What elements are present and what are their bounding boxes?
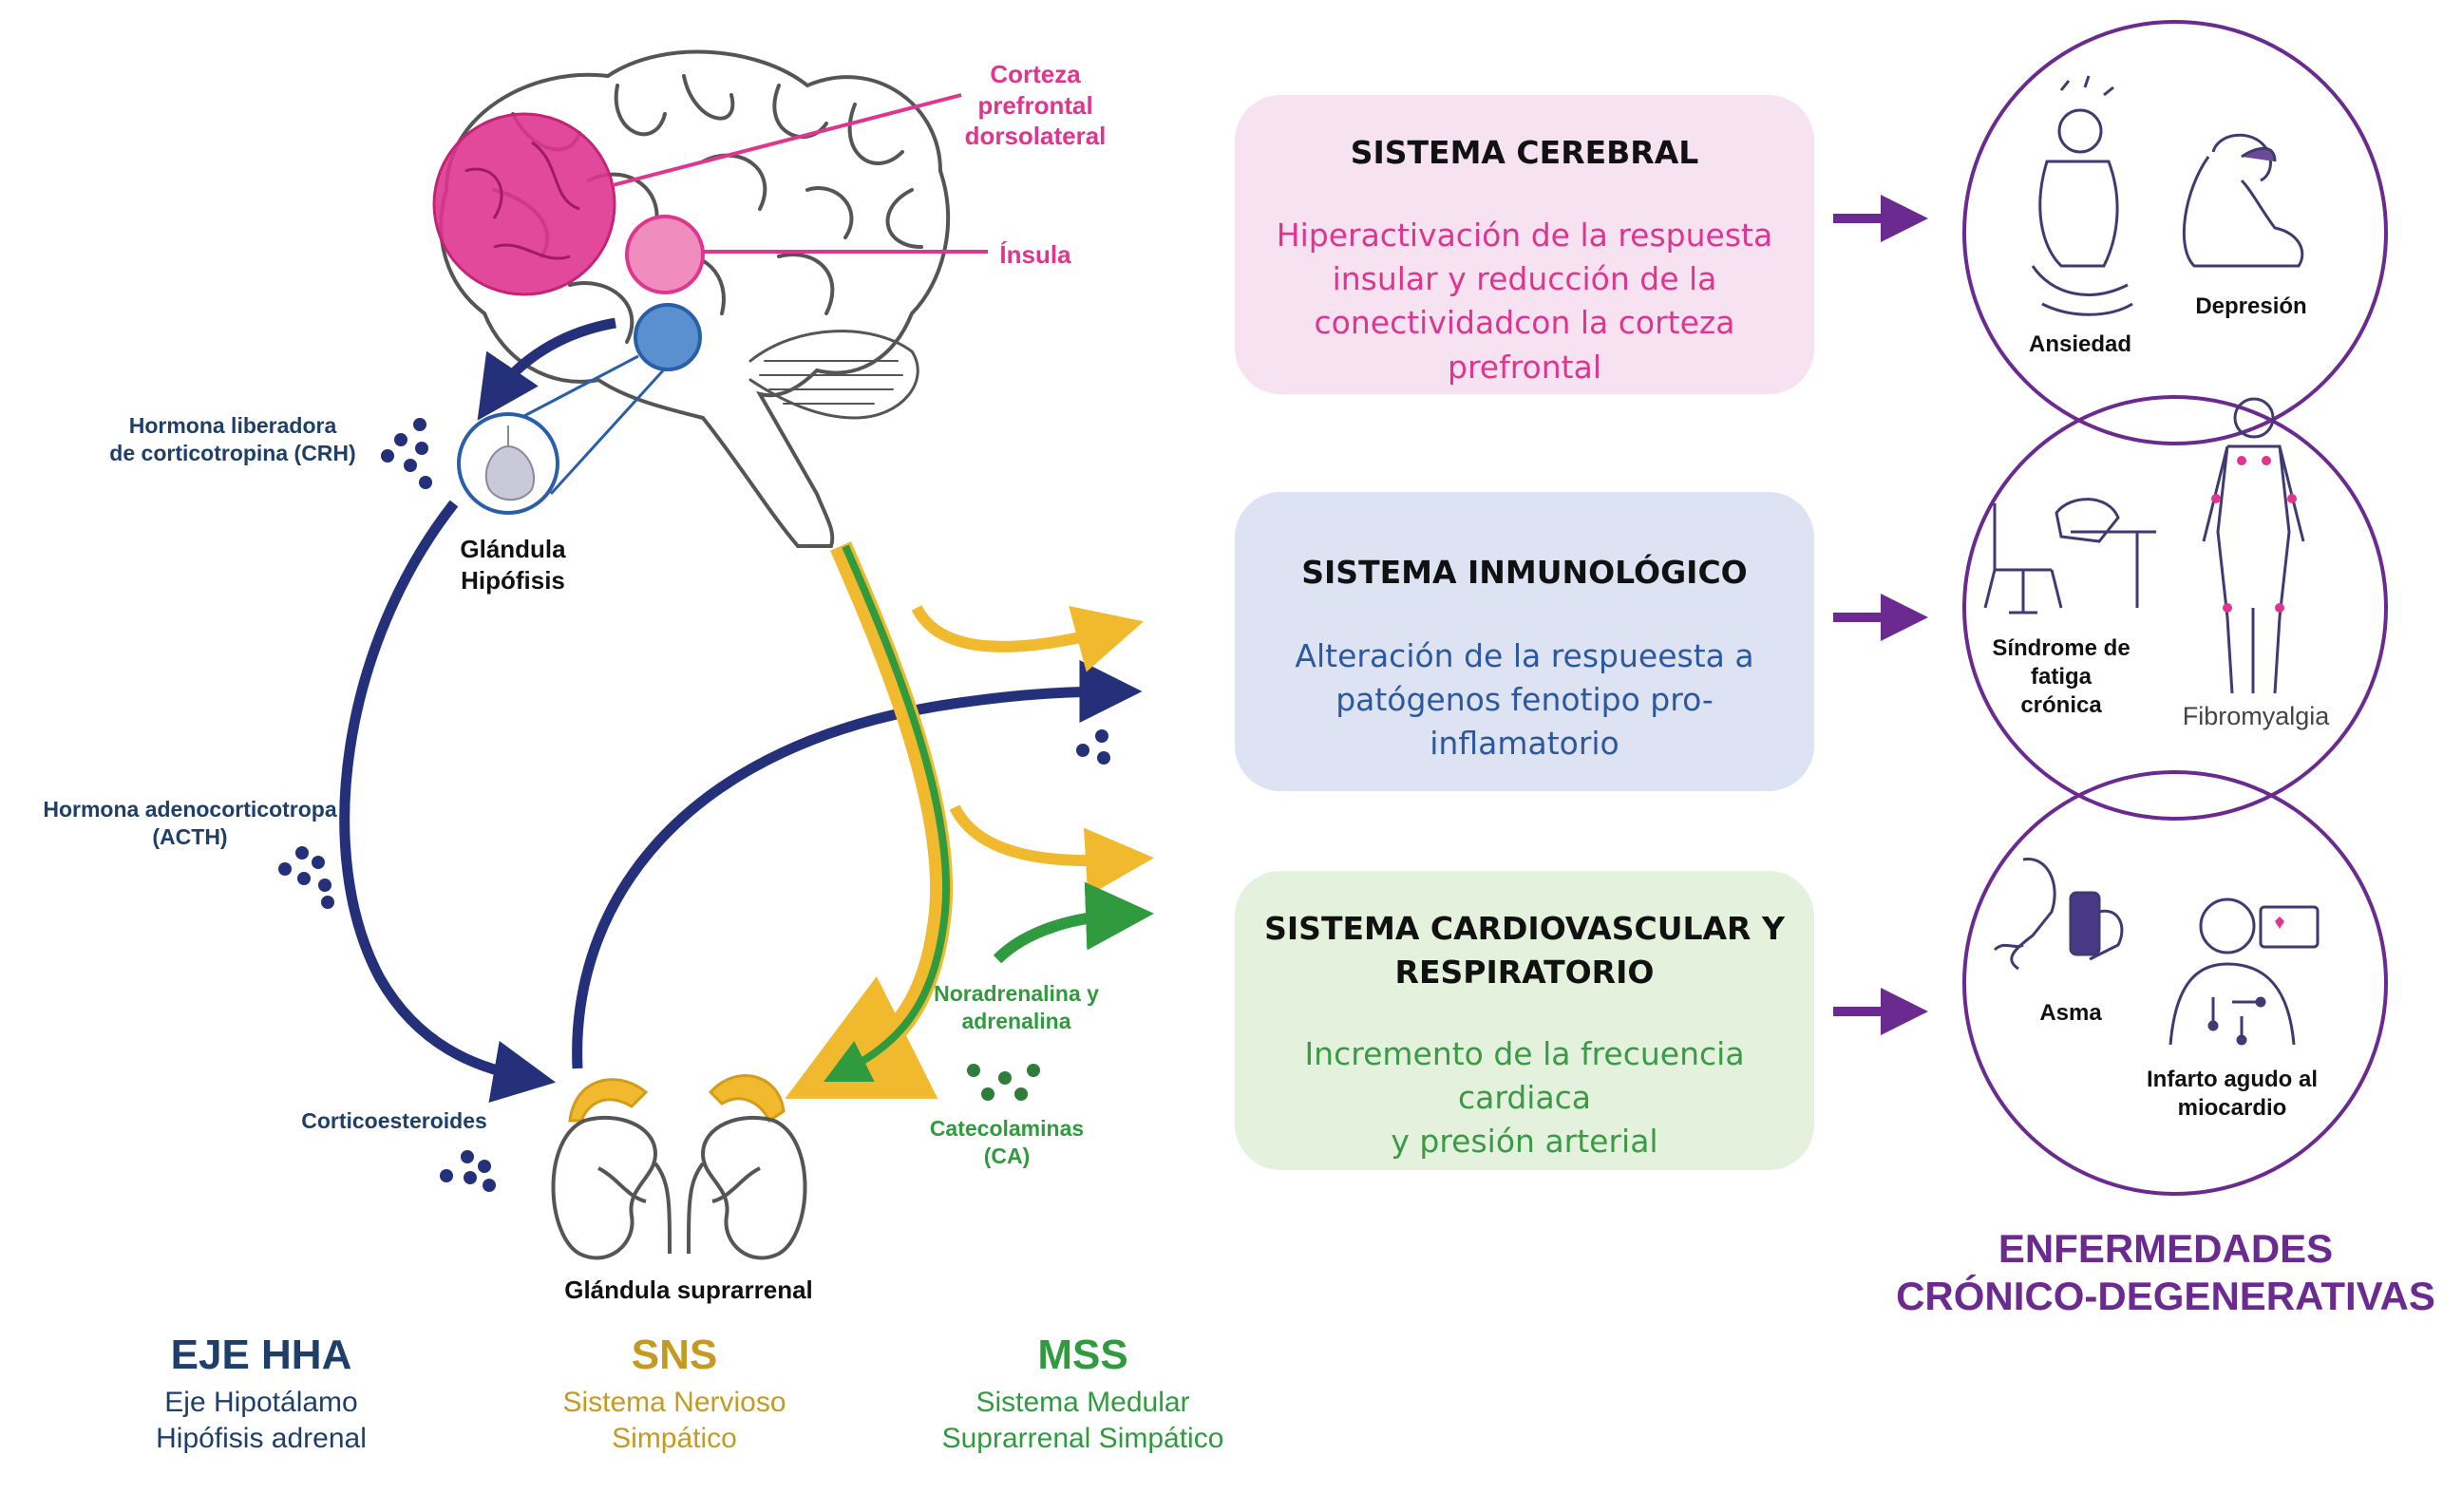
system-title-cardio: SISTEMA CARDIOVASCULAR Y RESPIRATORIO (1264, 910, 1785, 992)
acth-dots (278, 846, 334, 909)
adrenal-label: Glándula suprarrenal (564, 1276, 813, 1304)
anxiety-label: Ansiedad (2028, 331, 2132, 357)
purple-arrows (1833, 195, 1928, 1035)
legend-hha-subtitle: Eje Hipotálamo Hipófisis adrenal (156, 1387, 367, 1454)
system-title-immune: SISTEMA INMUNOLÓGICO (1301, 554, 1748, 591)
diseases-heading: ENFERMEDADES CRÓNICO-DEGENERATIVAS (1896, 1226, 2435, 1319)
infarct-label: Infarto agudo al miocardio (2147, 1067, 2318, 1121)
kidney-icon (551, 1115, 807, 1260)
inhaler-icon (1993, 858, 2124, 971)
body-silhouette-icon (2202, 397, 2305, 694)
fatigue-label: Síndrome de fatiga crónica (1992, 635, 2131, 718)
system-title-cerebral: SISTEMA CEREBRAL (1350, 134, 1699, 171)
prefrontal-cortex-marker (432, 112, 616, 296)
legend-sns-title: SNS (631, 1332, 718, 1378)
catecholamine-dots (967, 1064, 1040, 1101)
corticoid-dots (440, 1150, 496, 1192)
depression-person-icon (2182, 133, 2304, 268)
anxiety-person-icon (2031, 75, 2133, 316)
disease-circle-immune (1962, 395, 2388, 821)
system-box-cardio: SISTEMA CARDIOVASCULAR Y RESPIRATORIO In… (1235, 871, 1814, 1170)
legend-sns-subtitle: Sistema Nervioso Simpático (562, 1387, 786, 1454)
system-text-cerebral: Hiperactivación de la respuesta insular … (1276, 217, 1773, 386)
immune-dots (1076, 729, 1110, 765)
heart-monitor-person-icon (2168, 898, 2320, 1046)
acth-label: Hormona adenocorticotropa (ACTH) (43, 797, 337, 849)
crh-dots (381, 418, 432, 489)
system-text-immune: Alteración de la respueesta a patógenos … (1295, 637, 1754, 763)
crh-label: Hormona liberadora de corticotropina (CR… (109, 413, 356, 465)
fatigue-person-icon (1983, 498, 2156, 614)
noradrenaline-label: Noradrenalina y adrenalina (934, 981, 1099, 1033)
insula-marker (625, 215, 705, 294)
fibromyalgia-label: Fibromyalgia (2182, 702, 2330, 730)
system-text-cardio: Incremento de la frecuencia cardiaca y p… (1304, 1035, 1745, 1161)
adrenal-gland-icon (568, 1074, 786, 1124)
asthma-label: Asma (2039, 1000, 2102, 1026)
prefrontal-cortex-label: Corteza prefrontal dorsolateral (964, 60, 1107, 150)
system-box-cerebral: SISTEMA CEREBRAL Hiperactivación de la r… (1235, 95, 1814, 394)
depression-label: Depresión (2195, 293, 2307, 319)
catecholamines-label: Catecolaminas (CA) (929, 1116, 1085, 1168)
insula-label: Ínsula (999, 240, 1071, 269)
legend-mss-title: MSS (1037, 1332, 1128, 1378)
system-box-immune: SISTEMA INMUNOLÓGICO Alteración de la re… (1235, 492, 1814, 791)
disease-circle-mental (1962, 20, 2388, 445)
disease-circle-cardio (1962, 770, 2388, 1196)
corticoids-label: Corticoesteroides (301, 1108, 487, 1133)
hypothalamus-marker (634, 303, 702, 371)
legend-mss-subtitle: Sistema Medular Suprarrenal Simpático (941, 1387, 1224, 1454)
legend-hha-title: EJE HHA (170, 1332, 352, 1378)
pituitary-label: Glándula Hipófisis (460, 535, 566, 595)
